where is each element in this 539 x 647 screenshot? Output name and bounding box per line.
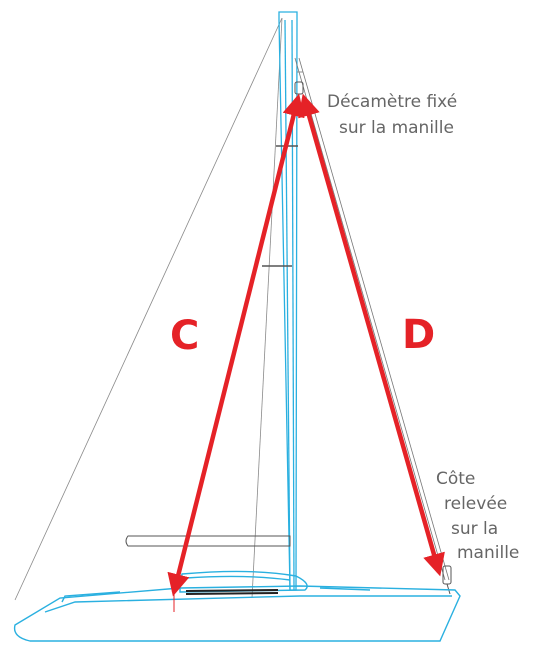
svg-text:Côte: Côte bbox=[436, 469, 475, 489]
svg-text:sur la: sur la bbox=[451, 519, 498, 539]
hull bbox=[13, 570, 461, 642]
label-c: C bbox=[170, 313, 199, 359]
callout-top: Décamètre fixé sur la manille bbox=[327, 92, 457, 138]
svg-text:manille: manille bbox=[457, 543, 519, 563]
sail-outline bbox=[14, 17, 283, 601]
svg-text:Décamètre fixé: Décamètre fixé bbox=[327, 92, 457, 112]
mast bbox=[278, 11, 298, 591]
svg-text:relevée: relevée bbox=[444, 494, 507, 514]
svg-text:sur la manille: sur la manille bbox=[339, 118, 454, 138]
top-shackle bbox=[294, 81, 304, 95]
arrow-d bbox=[298, 93, 445, 577]
callout-bottom: Côte relevée sur la manille bbox=[436, 469, 519, 563]
boom bbox=[125, 535, 291, 547]
label-d: D bbox=[402, 312, 435, 358]
arrow-c bbox=[167, 93, 305, 597]
